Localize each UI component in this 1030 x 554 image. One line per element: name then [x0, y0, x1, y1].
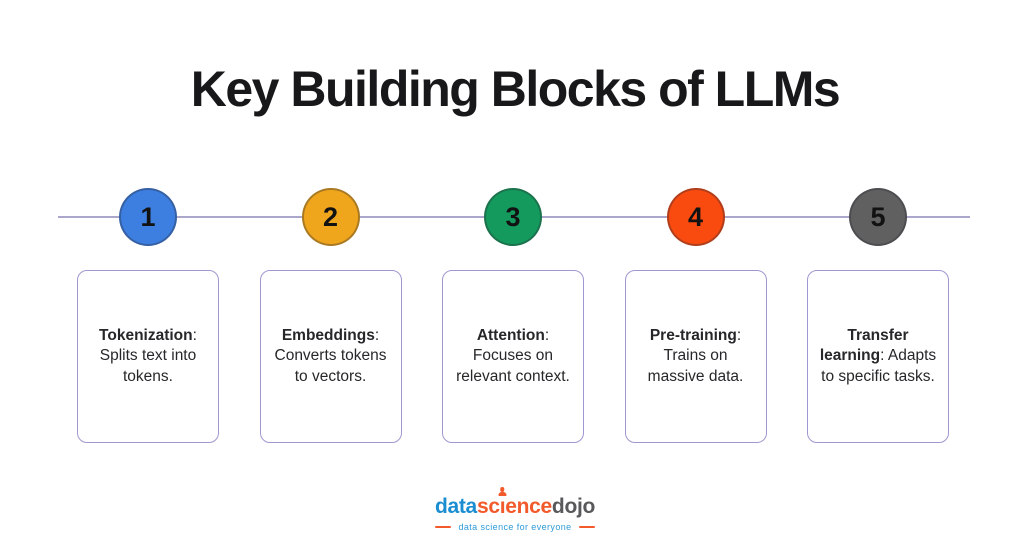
steps-strip: 1 Tokenization: Splits text into tokens.…: [77, 188, 949, 443]
term-separator: :: [544, 326, 550, 344]
step-card-text: Attention: Focuses on relevant context.: [453, 326, 573, 387]
tagline-dash-left: [435, 526, 452, 528]
dotless-i: ı: [499, 495, 506, 518]
step-embeddings: 2 Embeddings: Converts tokens to vectors…: [259, 188, 402, 443]
logo-word-data: data: [434, 495, 477, 518]
step-card: Transfer learning: Adapts to specific ta…: [807, 270, 949, 443]
step-term: Transfer learning: [819, 326, 909, 365]
step-card-text: Embeddings: Converts tokens to vectors.: [271, 326, 391, 387]
logo-word-science-i: ı: [498, 487, 507, 518]
step-number-badge: 2: [301, 188, 360, 246]
person-head-icon: [500, 487, 505, 492]
step-term: Pre-training: [649, 326, 737, 344]
term-separator: :: [880, 347, 885, 365]
step-transfer-learning: 5 Transfer learning: Adapts to specific …: [807, 188, 949, 443]
logo-word-science-suffix: ence: [505, 495, 552, 518]
term-separator: :: [736, 326, 742, 344]
step-number-badge: 4: [666, 188, 725, 246]
step-description: Adapts to specific tasks.: [821, 347, 937, 385]
term-separator: :: [374, 326, 380, 344]
step-term: Tokenization: [99, 326, 193, 344]
step-number-badge: 5: [849, 188, 907, 246]
step-description: Converts tokens to vectors.: [274, 347, 387, 385]
page-title: Key Building Blocks of LLMs: [190, 61, 841, 117]
step-card-text: Tokenization: Splits text into tokens.: [88, 326, 208, 387]
step-attention: 3 Attention: Focuses on relevant context…: [442, 188, 584, 443]
term-separator: :: [192, 326, 197, 344]
step-number-badge: 1: [119, 188, 177, 246]
step-term: Attention: [476, 326, 545, 344]
step-number-badge: 3: [484, 188, 542, 246]
step-pre-training: 4 Pre-training: Trains on massive data.: [624, 188, 767, 443]
step-card: Embeddings: Converts tokens to vectors.: [259, 270, 402, 443]
tagline-dash-right: [578, 526, 595, 528]
step-description: Focuses on relevant context.: [456, 347, 570, 385]
step-term: Embeddings: [281, 326, 375, 344]
step-card: Pre-training: Trains on massive data.: [624, 270, 767, 443]
step-description: Trains on massive data.: [647, 347, 744, 385]
step-card: Tokenization: Splits text into tokens.: [77, 270, 219, 443]
person-icon: [498, 487, 507, 496]
logo-tagline: data science for everyone: [435, 522, 595, 532]
step-tokenization: 1 Tokenization: Splits text into tokens.: [77, 188, 219, 443]
step-card: Attention: Focuses on relevant context.: [442, 270, 584, 443]
logo-word-dojo: dojo: [551, 495, 596, 518]
person-body-icon: [498, 492, 507, 496]
logo-word-science-prefix: sc: [476, 495, 500, 518]
tagline-text: data science for everyone: [458, 522, 572, 532]
step-card-text: Transfer learning: Adapts to specific ta…: [818, 326, 938, 387]
step-description: Splits text into tokens.: [99, 347, 197, 385]
step-card-text: Pre-training: Trains on massive data.: [636, 326, 756, 387]
